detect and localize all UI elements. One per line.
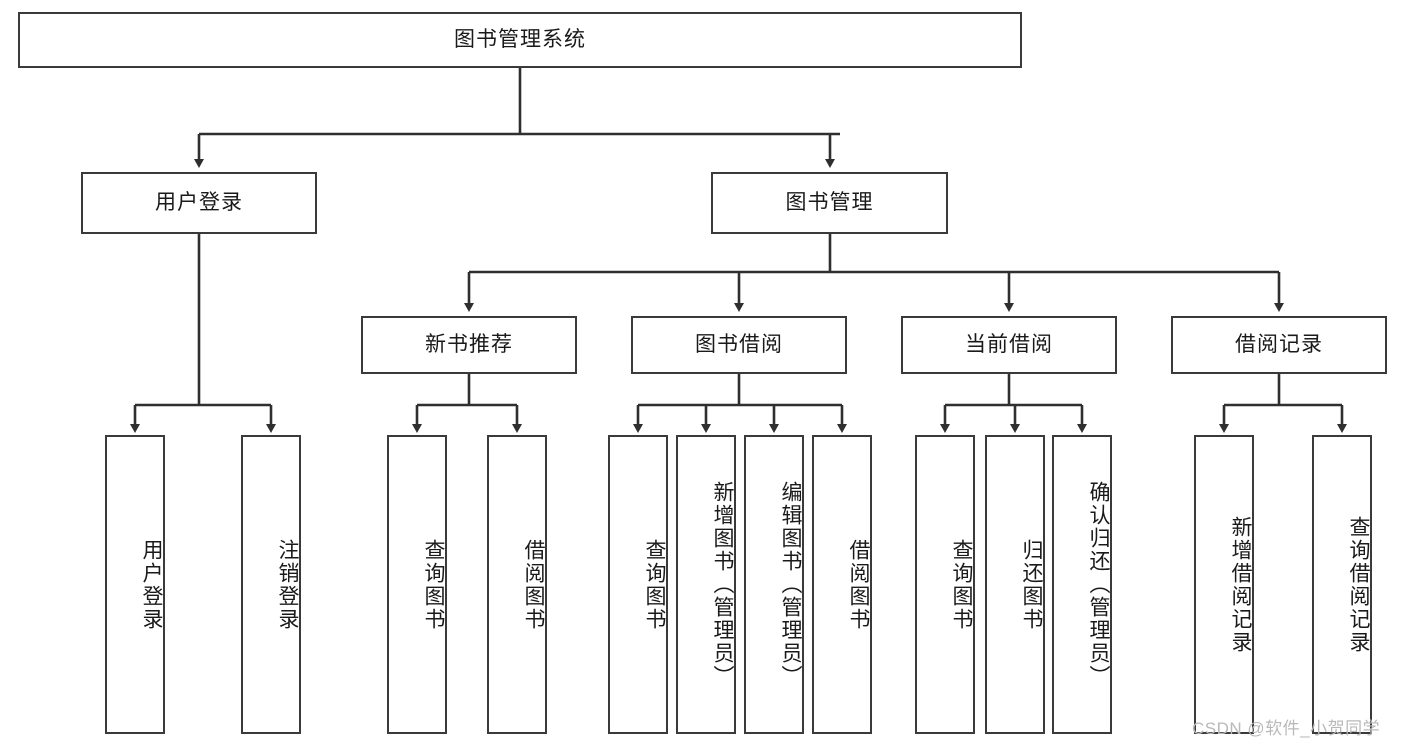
node-root-label: 图书管理系统 (454, 28, 586, 52)
leaf-add-borrow-record[interactable]: 新增借阅记录 (1194, 435, 1254, 734)
node-book-borrow-label: 图书借阅 (695, 333, 783, 357)
leaf-borrow-book-rec[interactable]: 借阅图书 (487, 435, 547, 734)
leaf-add-book-admin[interactable]: 新增图书（管理员） (676, 435, 736, 734)
leaf-return-book-label: 归还图书 (1020, 538, 1043, 631)
leaf-borrow-book-label: 借阅图书 (847, 538, 870, 631)
leaf-borrow-book[interactable]: 借阅图书 (812, 435, 872, 734)
node-book-management-label: 图书管理 (785, 191, 874, 215)
csdn-watermark: CSDN @软件_小贺同学 (1192, 719, 1381, 738)
leaf-query-book-current-label: 查询图书 (950, 538, 973, 631)
leaf-add-borrow-record-label: 新增借阅记录 (1229, 515, 1252, 654)
node-new-book-recommend[interactable]: 新书推荐 (361, 316, 577, 374)
node-borrow-record[interactable]: 借阅记录 (1171, 316, 1387, 374)
leaf-user-login-label: 用户登录 (140, 538, 163, 631)
leaf-user-logout[interactable]: 注销登录 (241, 435, 301, 734)
node-book-management[interactable]: 图书管理 (711, 172, 948, 234)
leaf-confirm-return-admin[interactable]: 确认归还（管理员） (1052, 435, 1112, 734)
node-book-borrow[interactable]: 图书借阅 (631, 316, 847, 374)
node-current-borrow[interactable]: 当前借阅 (901, 316, 1117, 374)
leaf-query-book-borrow[interactable]: 查询图书 (608, 435, 668, 734)
leaf-query-book-current[interactable]: 查询图书 (915, 435, 975, 734)
leaf-edit-book-admin-label: 编辑图书（管理员） (779, 481, 802, 688)
leaf-edit-book-admin[interactable]: 编辑图书（管理员） (744, 435, 804, 734)
leaf-add-book-admin-label: 新增图书（管理员） (711, 481, 734, 688)
node-user-login[interactable]: 用户登录 (81, 172, 317, 234)
leaf-user-login[interactable]: 用户登录 (105, 435, 165, 734)
leaf-query-book-rec-label: 查询图书 (422, 538, 445, 631)
leaf-confirm-return-admin-label: 确认归还（管理员） (1087, 481, 1110, 688)
node-current-borrow-label: 当前借阅 (965, 333, 1053, 357)
leaf-query-borrow-record[interactable]: 查询借阅记录 (1312, 435, 1372, 734)
node-root[interactable]: 图书管理系统 (18, 12, 1022, 68)
leaf-borrow-book-rec-label: 借阅图书 (522, 538, 545, 631)
leaf-query-borrow-record-label: 查询借阅记录 (1347, 515, 1370, 654)
node-borrow-record-label: 借阅记录 (1235, 333, 1323, 357)
leaf-query-book-rec[interactable]: 查询图书 (387, 435, 447, 734)
leaf-return-book[interactable]: 归还图书 (985, 435, 1045, 734)
leaf-query-book-borrow-label: 查询图书 (643, 538, 666, 631)
leaf-user-logout-label: 注销登录 (276, 538, 299, 631)
node-new-book-recommend-label: 新书推荐 (425, 333, 513, 357)
node-user-login-label: 用户登录 (155, 191, 243, 215)
